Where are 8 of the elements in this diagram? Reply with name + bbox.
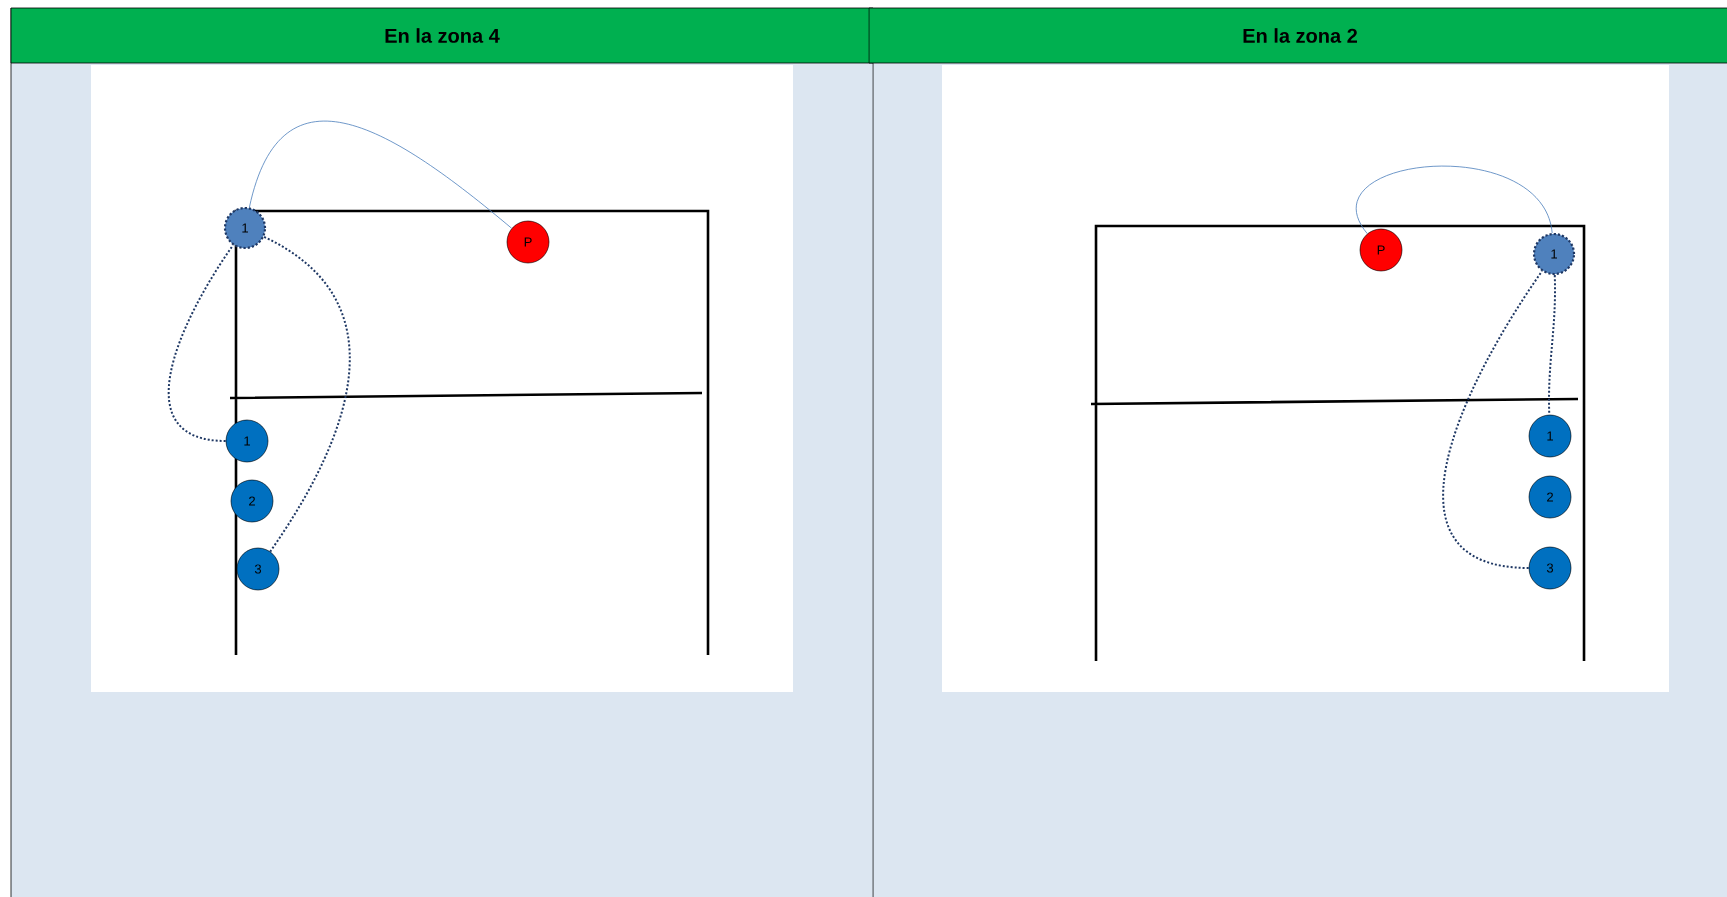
movement-line — [1442, 270, 1543, 569]
movement-line — [263, 235, 351, 553]
header-cell: En la zona 4 — [10, 7, 874, 64]
movement-line — [1356, 166, 1553, 235]
movement-line — [1548, 274, 1556, 416]
movement-line — [167, 244, 234, 442]
movement-line — [249, 120, 513, 229]
header-cell: En la zona 2 — [868, 7, 1727, 64]
